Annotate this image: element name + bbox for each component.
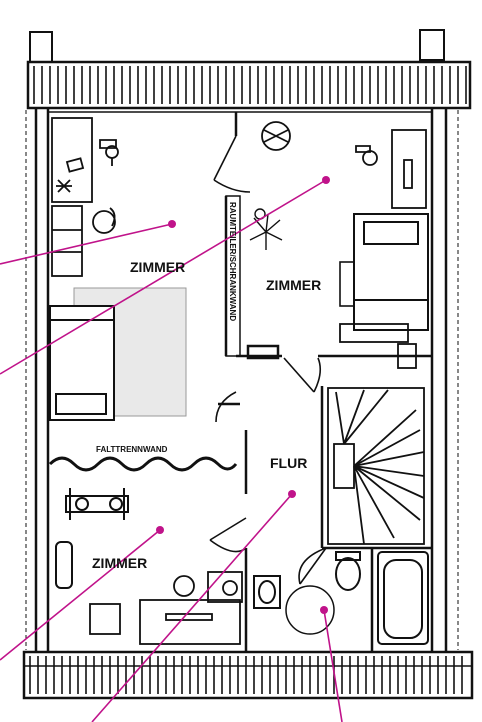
- raumteiler-label: RAUMTEILER/SCHRANKWAND: [228, 202, 237, 321]
- desk-top-right: [355, 129, 427, 209]
- desk-bottom-left: [89, 571, 243, 645]
- wardrobe-partition: [225, 195, 241, 357]
- interior-walls: [218, 112, 432, 652]
- outer-walls: [34, 108, 448, 652]
- pointer-dots: [156, 176, 330, 614]
- chimney-left: [29, 31, 53, 63]
- room-label-zimmer-top-right: ZIMMER: [266, 277, 321, 293]
- wash-basin-right: [339, 323, 417, 369]
- falttrennwand-label: FALTTRENNWAND: [96, 445, 168, 454]
- bed-right: [353, 213, 429, 331]
- shower: [285, 585, 335, 635]
- sideboard: [51, 205, 116, 277]
- pointer-lines: [0, 179, 343, 722]
- desk-top-left: [51, 117, 119, 203]
- armchair: [261, 121, 291, 151]
- toilet: [335, 551, 361, 591]
- room-label-flur: FLUR: [270, 455, 307, 471]
- room-label-zimmer-bottom-left: ZIMMER: [92, 555, 147, 571]
- bed-left: [49, 305, 115, 421]
- bathtub: [377, 551, 429, 645]
- nightstand-right: [339, 261, 355, 307]
- exercise-mat: [55, 541, 73, 589]
- roof-top: [26, 60, 472, 110]
- folding-partition: [48, 456, 238, 472]
- door-swings: [209, 135, 327, 585]
- sink-bath: [253, 575, 281, 609]
- roof-bottom: [22, 650, 474, 700]
- room-label-zimmer-top-left: ZIMMER: [130, 259, 185, 275]
- knee-walls: [25, 110, 459, 650]
- staircase: [327, 387, 425, 545]
- exercise-equipment: [65, 488, 129, 520]
- chimney-right: [419, 29, 445, 61]
